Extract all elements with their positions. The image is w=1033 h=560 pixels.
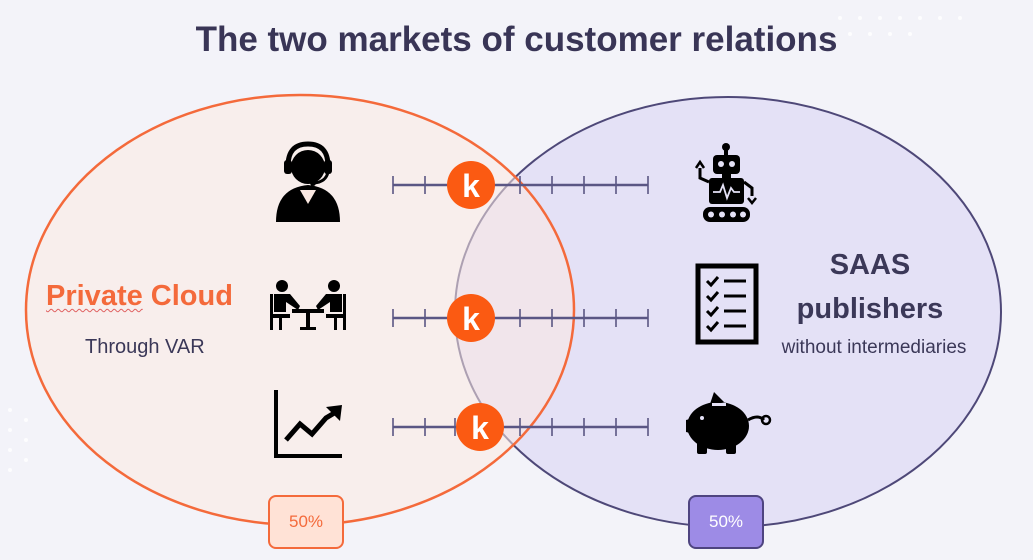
connector-row-2 bbox=[392, 309, 649, 327]
saas-heading-line1: SAAS bbox=[829, 249, 911, 281]
private-cloud-heading-word1: Private bbox=[46, 280, 143, 312]
k-badge-letter: k bbox=[462, 168, 480, 204]
k-badge-2: k bbox=[447, 294, 495, 342]
k-badge-1: k bbox=[447, 161, 495, 209]
growth-chart-icon bbox=[274, 390, 342, 458]
meeting-table-icon bbox=[270, 280, 346, 330]
saas-heading-line2: publishers bbox=[796, 293, 944, 325]
checklist-icon bbox=[695, 263, 759, 345]
private-cloud-heading: Private Cloud bbox=[46, 280, 233, 313]
private-cloud-share-badge: 50% bbox=[268, 495, 344, 549]
customer-support-agent-icon bbox=[276, 141, 340, 222]
decorative-dot-grid bbox=[8, 16, 962, 472]
k-badge-letter: k bbox=[462, 301, 480, 337]
k-badge-letter: k bbox=[471, 410, 489, 446]
saas-publishers-heading: SAAS publishers bbox=[760, 243, 980, 331]
private-cloud-heading-word2: Cloud bbox=[150, 280, 233, 312]
piggy-bank-icon bbox=[686, 392, 772, 454]
diagram-title: The two markets of customer relations bbox=[195, 20, 838, 59]
connector-row-1 bbox=[392, 176, 649, 194]
private-cloud-subtitle: Through VAR bbox=[85, 336, 205, 358]
k-badge-3: k bbox=[456, 403, 504, 451]
saas-subtitle: without intermediaries bbox=[781, 337, 967, 358]
connector-row-3 bbox=[392, 418, 649, 436]
saas-share-badge: 50% bbox=[688, 495, 764, 549]
robot-icon bbox=[694, 143, 757, 222]
